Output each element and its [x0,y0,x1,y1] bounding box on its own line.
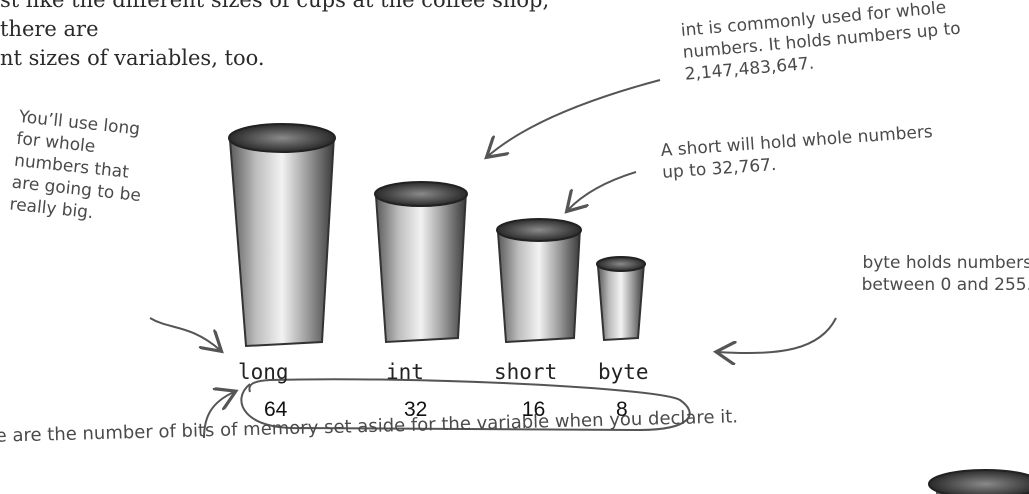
cup-long [228,123,336,348]
cup-int [374,181,468,344]
note-byte: byte holds numbers between 0 and 255. [861,253,1029,295]
arrow-short [568,171,637,210]
note-long: You’ll use long for whole numbers that a… [8,106,142,224]
bits-label-short: 16 [522,398,546,421]
intro-text: st like the different sizes of cups at t… [0,0,600,73]
cup-partial-bottom-right [928,469,1029,494]
sizes-loop [240,378,691,432]
intro-line-2: nt sizes of variables, too. [0,46,265,70]
bits-label-byte: 8 [616,398,628,421]
type-label-int: int [386,360,424,384]
type-label-byte: byte [598,360,649,384]
type-label-long: long [238,360,289,384]
arrow-bits [203,392,234,439]
arrow-byte [718,317,837,353]
bits-label-long: 64 [264,398,288,421]
bits-label-int: 32 [404,398,428,421]
cup-byte [596,256,646,342]
intro-line-1: st like the different sizes of cups at t… [0,0,550,41]
cup-short [496,218,582,344]
arrow-int [488,79,661,156]
arrow-long [149,317,220,350]
type-label-short: short [494,360,558,384]
